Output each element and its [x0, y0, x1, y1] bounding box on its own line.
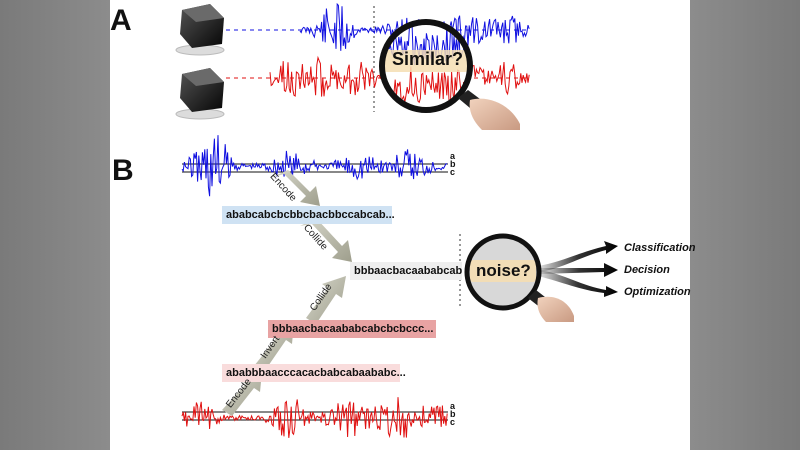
noise-question: noise? — [476, 261, 531, 280]
similar-question: Similar? — [392, 49, 464, 69]
alphabet-letter: b — [450, 409, 456, 419]
outcome-classification: Classification — [624, 242, 696, 254]
outcome-fan — [538, 241, 618, 297]
alphabet-letter: c — [450, 167, 456, 177]
left-gray-margin — [0, 0, 110, 450]
arrow-encode-top — [270, 170, 320, 206]
magnifier-a — [379, 19, 520, 130]
alphabet-letter: c — [450, 417, 456, 427]
alphabet-letter: a — [450, 401, 456, 411]
magnifier-b — [464, 233, 574, 322]
arrow-collide-top — [300, 218, 352, 262]
alphabet-legend-top: a b c — [450, 151, 458, 177]
signal-b-top-trace — [181, 135, 448, 197]
inverted-sequence: bbbaacbacaababcabcbcbccc... — [268, 320, 436, 338]
panel-a-label: A — [110, 4, 132, 37]
panel-b-label: B — [112, 154, 134, 187]
alphabet-letter: a — [450, 151, 456, 161]
arrow-collide-bottom — [306, 276, 346, 324]
signal-b-bottom — [181, 397, 448, 439]
arrow-encode-bottom — [222, 372, 262, 416]
lens-a-blue-trace — [382, 22, 470, 66]
encoded-sequence-bottom: ababbbaacccacacbabcabaababc... — [222, 364, 406, 382]
instrument-box-top — [175, 4, 225, 56]
lens-a-red-trace — [382, 66, 470, 109]
signal-b-bottom-trace — [181, 397, 448, 439]
collided-sequence: bbbaacbacaababcabcb — [350, 262, 462, 280]
encoded-sequence-top: ababcabcbcbbcbacbbccabcab... — [222, 206, 395, 224]
alphabet-letter: b — [450, 159, 456, 169]
outcome-decision: Decision — [624, 264, 670, 276]
figure-canvas: A B Similar? noise? a b c a b c ababcabc… — [110, 0, 696, 450]
outcome-optimization: Optimization — [624, 286, 691, 298]
alphabet-legend-bottom: a b c — [450, 401, 458, 427]
figure-art — [175, 2, 618, 439]
instrument-box-bottom — [175, 68, 225, 120]
right-gray-margin — [690, 0, 800, 450]
signal-b-top — [181, 135, 448, 197]
